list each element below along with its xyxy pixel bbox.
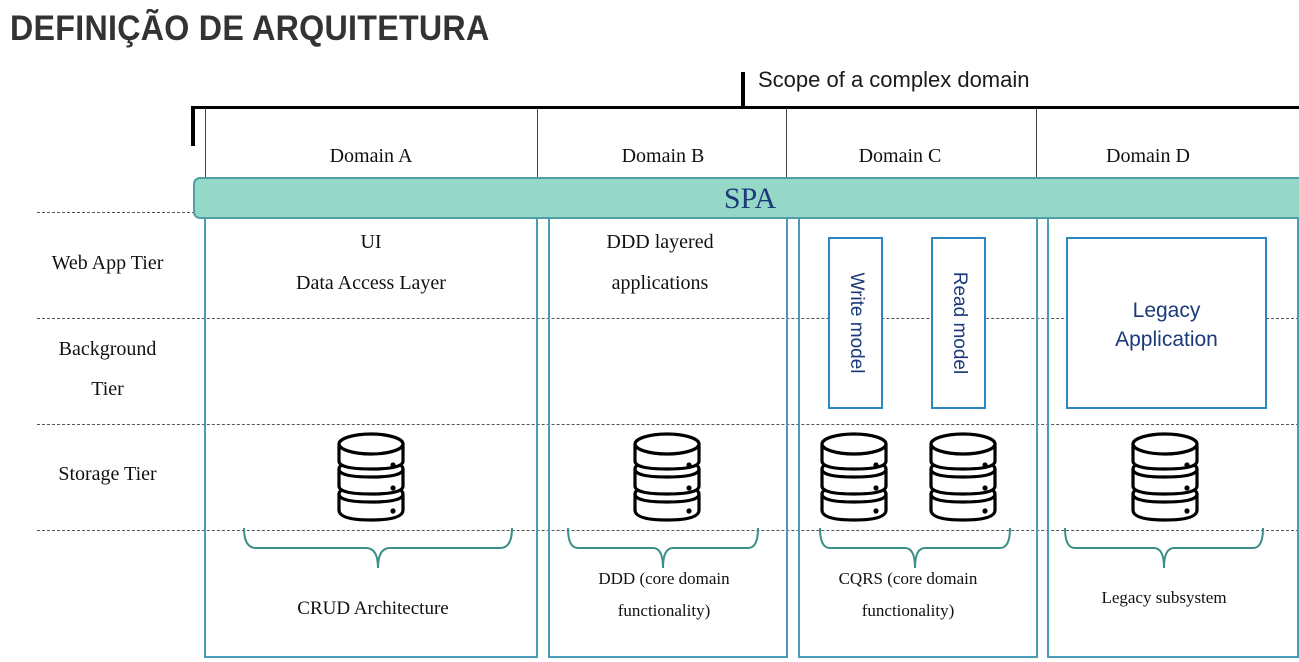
- spa-bar: [193, 177, 1299, 219]
- page-title: DEFINIÇÃO DE ARQUITETURA: [10, 9, 490, 48]
- storage-tier-text: Storage Tier: [58, 463, 157, 485]
- storage-tier-label: Storage Tier: [20, 454, 195, 494]
- domain-d-caption-text: Legacy subsystem: [1101, 588, 1227, 607]
- domain-b-caption: DDD (core domain functionality): [568, 563, 760, 627]
- domain-b-web-line1: DDD layered: [606, 231, 714, 253]
- domain-b-name: Domain B: [621, 145, 705, 167]
- domain-d-name: Domain D: [1106, 145, 1190, 167]
- domain-a-caption: CRUD Architecture: [250, 593, 496, 625]
- header-separator: [786, 108, 787, 178]
- brace-icon: [1064, 527, 1264, 569]
- domain-a-web-line2: Data Access Layer: [296, 272, 446, 294]
- brace-icon: [819, 527, 1011, 569]
- scope-label: Scope of a complex domain: [758, 67, 1030, 92]
- database-icon: [337, 432, 405, 522]
- domain-a-web-text: UI Data Access Layer: [238, 222, 504, 304]
- background-tier-label: Background Tier: [20, 329, 195, 409]
- domain-c-caption-line2: functionality): [861, 601, 955, 620]
- spa-label: SPA: [723, 182, 777, 215]
- header-separator: [1036, 108, 1037, 178]
- scope-bracket-top-line: [193, 106, 1299, 109]
- database-icon: [929, 432, 997, 522]
- domain-b-caption-line2: functionality): [617, 601, 711, 620]
- database-icon: [820, 432, 888, 522]
- tier-divider: [37, 424, 1299, 425]
- read-model-box: Read model: [931, 237, 986, 409]
- domain-a-web-line1: UI: [360, 231, 382, 253]
- tier-divider: [37, 530, 1299, 531]
- domain-b-column: [548, 219, 788, 658]
- legacy-line2: Application: [1115, 328, 1218, 351]
- domain-a-caption-text: CRUD Architecture: [297, 598, 449, 619]
- header-separator: [537, 108, 538, 178]
- domain-a-column: [204, 219, 538, 658]
- background-tier-line1: Background: [58, 338, 157, 360]
- domain-c-caption: CQRS (core domain functionality): [812, 563, 1004, 627]
- domain-d-caption: Legacy subsystem: [1066, 582, 1262, 614]
- web-app-tier-text: Web App Tier: [51, 252, 164, 274]
- legacy-application-box: Legacy Application: [1066, 237, 1267, 409]
- brace-icon: [243, 527, 513, 569]
- domain-c-caption-line1: CQRS (core domain: [838, 569, 978, 588]
- brace-icon: [567, 527, 759, 569]
- scope-bracket-pointer: [741, 72, 745, 108]
- database-icon: [1131, 432, 1199, 522]
- header-separator: [205, 108, 206, 178]
- read-model-label: Read model: [948, 271, 970, 375]
- tier-divider: [37, 318, 1299, 319]
- write-model-label: Write model: [845, 272, 867, 374]
- domain-b-web-line2: applications: [611, 272, 709, 294]
- write-model-box: Write model: [828, 237, 883, 409]
- domain-d-column: [1047, 219, 1299, 658]
- legacy-application-label: Legacy Application: [1068, 296, 1265, 354]
- web-app-tier-label: Web App Tier: [20, 243, 195, 283]
- legacy-line1: Legacy: [1132, 299, 1201, 322]
- domain-b-web-text: DDD layered applications: [560, 222, 760, 304]
- domain-c-column: [798, 219, 1038, 658]
- tier-divider: [37, 212, 195, 213]
- scope-bracket-left-tick: [191, 106, 195, 146]
- domain-b-caption-line1: DDD (core domain: [598, 569, 730, 588]
- database-icon: [633, 432, 701, 522]
- background-tier-line2: Tier: [91, 378, 124, 400]
- domain-a-name: Domain A: [329, 145, 413, 167]
- domain-c-name: Domain C: [858, 145, 942, 167]
